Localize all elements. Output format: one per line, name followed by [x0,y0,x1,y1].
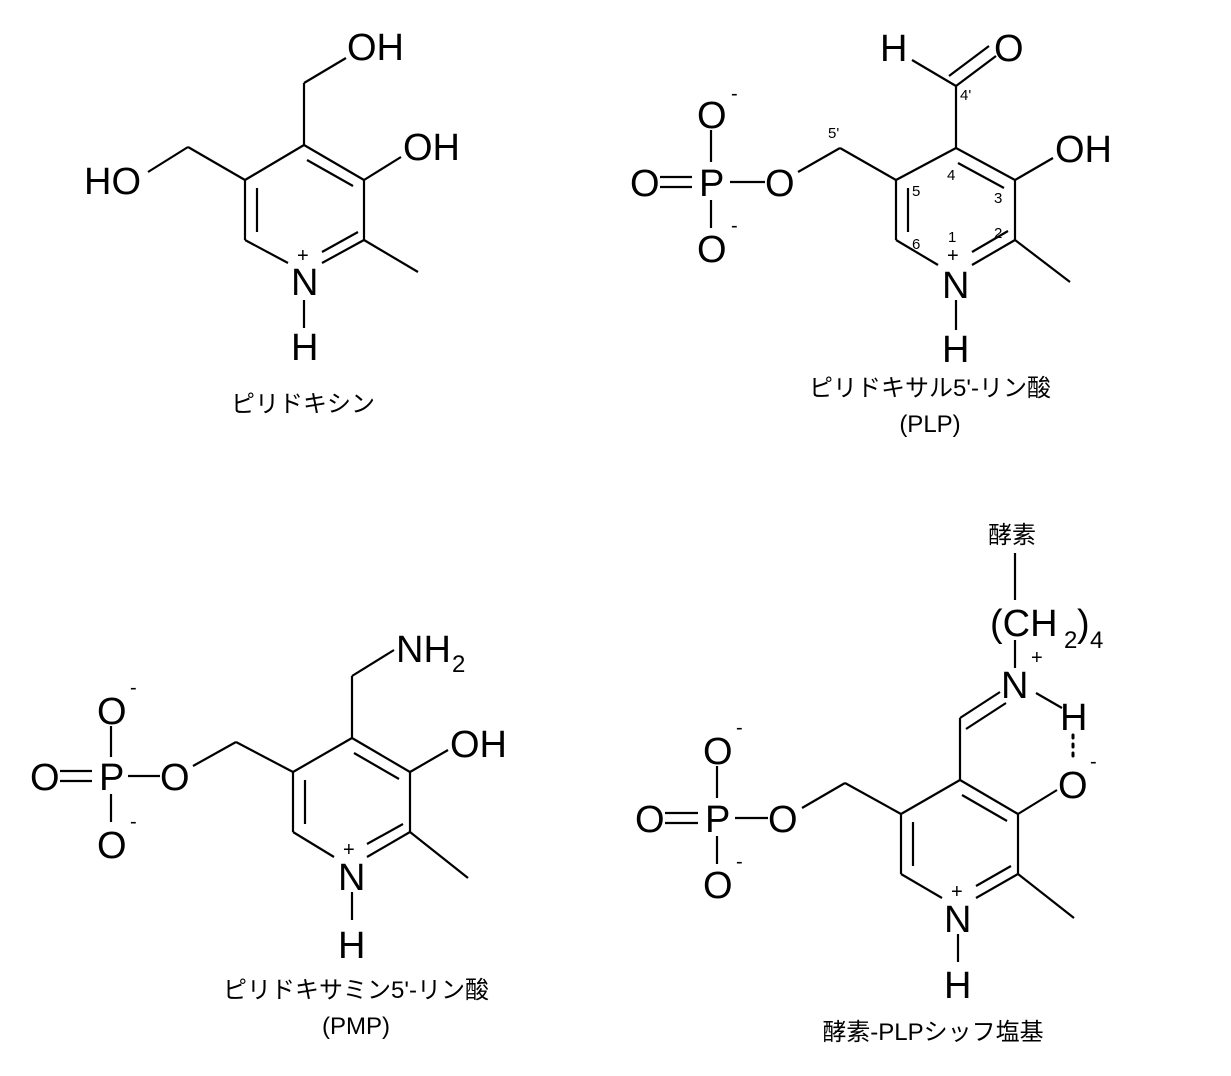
plp-pos-1: 1 [948,229,956,246]
pyridoxine-caption: ピリドキシン [231,391,375,418]
plp-oh: OH [1055,129,1112,171]
schiff-phosphate-o-link: O [768,799,798,841]
structure-schiff-base: 酵素 (CH 2 ) 4 N + H O - + N H P O O O - O… [635,522,1103,1046]
plp-ring-n: N [942,265,969,307]
pmp-ring-n: N [338,857,365,899]
pyridoxine-bonds [147,57,419,328]
pmp-phosphate-p: P [99,757,124,799]
schiff-phosphate-o-top: O [703,731,733,773]
pyridoxine-ho-left: HO [84,161,141,203]
pmp-caption-line2: (PMP) [322,1013,390,1040]
plp-phosphate-o-link: O [765,163,795,205]
plp-pos-5: 5 [912,183,920,200]
pmp-minus-bottom: - [130,811,137,833]
pmp-caption-line1: ピリドキサミン5'-リン酸 [223,977,489,1004]
pmp-n-charge: + [343,839,355,861]
plp-phosphate-p: P [699,163,724,205]
schiff-ring-n-charge: + [951,881,963,903]
plp-pos-3: 3 [994,190,1002,207]
pmp-phosphate-o-eq: O [30,757,60,799]
plp-pos-4p: 4' [960,87,971,104]
plp-pos-2: 2 [994,225,1002,242]
pyridoxine-oh-top: OH [347,27,404,69]
plp-pos-5p: 5' [828,125,839,142]
pmp-bonds [60,649,469,920]
schiff-enzyme-label: 酵素 [988,522,1036,549]
schiff-ch-subscript: 2 [1064,627,1077,654]
pmp-n-h: H [338,925,365,967]
structure-pyridoxine: OH OH HO N + H ピリドキシン [84,27,460,418]
schiff-bonds [665,553,1075,962]
plp-n-h: H [942,329,969,371]
plp-n-charge: + [947,245,959,267]
plp-phosphate-o-bottom: O [697,229,727,271]
schiff-minus-top: - [736,717,743,739]
pyridoxine-oh-ring: OH [403,127,460,169]
schiff-caption: 酵素-PLPシッフ塩基 [822,1019,1043,1046]
plp-bonds [660,45,1071,330]
schiff-phosphate-o-eq: O [635,799,665,841]
schiff-minus-bottom: - [736,851,743,873]
plp-pos-4: 4 [947,167,955,184]
schiff-phosphate-o-bottom: O [703,865,733,907]
pmp-minus-top: - [130,677,137,699]
schiff-imine-n: N [1001,665,1028,707]
pmp-oh: OH [450,724,507,766]
schiff-ch-open: (CH [990,603,1058,645]
pyridoxine-n-h: H [291,327,318,369]
structure-pmp: NH 2 OH + N H P O O O - O - ピリドキサミン5'-リン… [30,629,507,1040]
plp-minus-top: - [731,83,738,105]
pmp-phosphate-o-top: O [97,691,127,733]
plp-aldehyde-h: H [880,28,907,70]
schiff-imine-n-charge: + [1031,647,1043,669]
pmp-phosphate-o-link: O [160,757,190,799]
pyridoxine-n-charge: + [297,245,309,267]
plp-caption-line2: (PLP) [899,411,960,438]
pmp-nh-subscript: 2 [452,651,465,678]
structure-plp: H O 4' OH 5' 4 5 3 6 1 2 + N H P O O O -… [630,28,1112,438]
plp-pos-6: 6 [912,236,920,253]
schiff-phenolate-charge: - [1090,751,1097,773]
schiff-phosphate-p: P [705,799,730,841]
schiff-phenolate-o: O [1058,765,1088,807]
pyridoxine-ring-n: N [291,262,318,304]
schiff-ring-n: N [944,899,971,941]
plp-phosphate-o-top: O [697,95,727,137]
plp-caption-line1: ピリドキサル5'-リン酸 [809,375,1051,402]
pmp-phosphate-o-bottom: O [97,825,127,867]
plp-minus-bottom: - [731,215,738,237]
schiff-ch-close: ) [1077,603,1090,645]
plp-phosphate-o-eq: O [630,163,660,205]
pmp-nh: NH [396,629,451,671]
schiff-bridging-h: H [1060,697,1087,739]
schiff-ch-subscript-4: 4 [1090,627,1103,654]
plp-aldehyde-o: O [994,28,1024,70]
schiff-ring-n-h: H [944,965,971,1007]
